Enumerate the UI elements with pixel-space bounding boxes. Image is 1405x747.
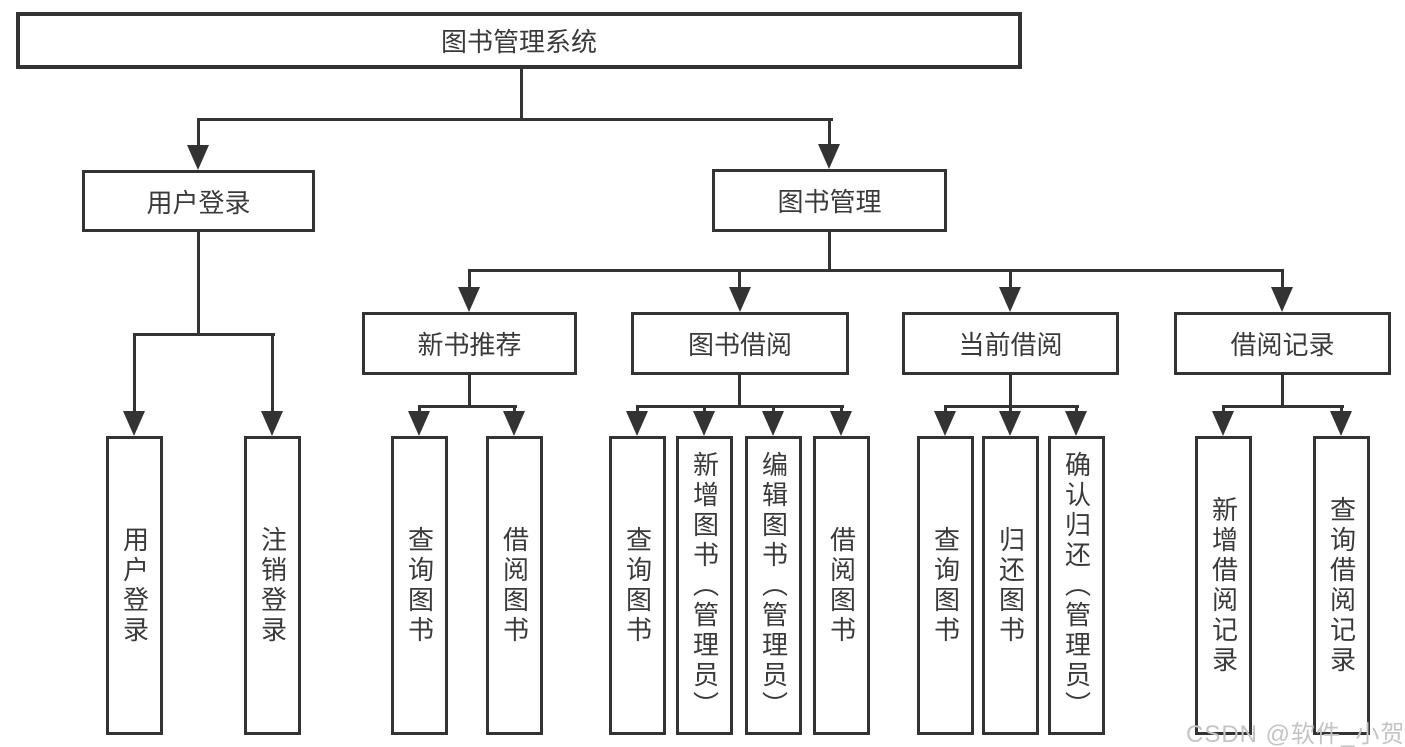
connector-vline [468,375,471,405]
arrow-down-icon [123,411,145,436]
connector-vline [197,121,200,149]
connector-vline [520,69,523,120]
arrow-down-icon [1271,287,1293,312]
node-label: 新书推荐 [417,330,522,360]
arrow-down-icon [934,411,956,436]
connector-vline [738,375,741,405]
leaf-user-login: 用户登录 [106,436,163,735]
leaf-confirm-return-admin: 确认归还（管理员） [1048,436,1105,735]
arrow-down-icon [1212,411,1234,436]
arrow-down-icon [503,411,525,436]
node-label: 确认归还（管理员） [1061,450,1092,721]
node-user-login: 用户登录 [82,170,315,232]
connector-hline [468,269,1284,272]
node-label: 图书管理系统 [440,27,597,57]
node-label: 图书借阅 [687,330,792,360]
arrow-down-icon [818,144,840,169]
arrow-down-icon [458,287,480,312]
arrow-down-icon [1330,411,1352,436]
connector-hline [418,405,517,408]
connector-vline [738,272,741,290]
connector-vline [1009,272,1012,290]
arrow-down-icon [1065,411,1087,436]
arrow-down-icon [187,145,209,170]
connector-hline [1222,405,1344,408]
node-label: 查询图书 [930,525,961,646]
node-new-book-recommend: 新书推荐 [362,312,577,375]
leaf-query-books-current: 查询图书 [917,436,974,735]
arrow-down-icon [408,411,430,436]
node-book-management: 图书管理 [712,169,947,232]
leaf-edit-book-admin: 编辑图书（管理员） [745,436,802,735]
connector-vline [133,336,136,414]
watermark: CSDN @软件_小贺同学 [1186,721,1405,747]
connector-hline [133,333,275,336]
node-book-borrowing: 图书借阅 [631,312,849,375]
arrow-down-icon [762,411,784,436]
node-label: 图书管理 [777,187,882,217]
node-label: 借阅图书 [499,525,530,646]
arrow-down-icon [999,287,1021,312]
node-label: 查询图书 [622,525,653,646]
node-label: 用户登录 [119,525,150,646]
connector-vline [271,336,274,414]
node-label: 注销登录 [257,525,288,646]
node-borrow-records: 借阅记录 [1174,312,1391,375]
arrow-down-icon [693,411,715,436]
node-label: 借阅记录 [1230,330,1335,360]
node-label: 新增图书（管理员） [689,450,720,721]
node-label: 归还图书 [995,525,1026,646]
arrow-down-icon [999,411,1021,436]
leaf-logout: 注销登录 [244,436,301,735]
connector-vline [828,232,831,271]
node-label: 用户登录 [146,187,251,218]
leaf-add-borrow-record: 新增借阅记录 [1195,436,1252,735]
leaf-query-borrow-record: 查询借阅记录 [1313,436,1370,735]
node-root-system: 图书管理系统 [16,12,1022,69]
connector-hline [636,405,844,408]
arrow-down-icon [261,411,283,436]
leaf-add-book-admin: 新增图书（管理员） [676,436,733,735]
leaf-query-books-recommend: 查询图书 [391,436,448,735]
connector-vline [828,121,831,149]
node-label: 编辑图书（管理员） [758,450,789,721]
node-current-borrowing: 当前借阅 [902,312,1119,375]
arrow-down-icon [729,287,751,312]
leaf-query-books-borrowing: 查询图书 [609,436,666,735]
node-label: 查询图书 [404,525,435,646]
connector-vline [1281,375,1284,405]
leaf-borrow-books-recommend: 借阅图书 [486,436,543,735]
connector-vline [197,232,200,335]
arrow-down-icon [626,411,648,436]
leaf-borrow-books-borrowing: 借阅图书 [813,436,870,735]
node-label: 当前借阅 [958,330,1063,360]
leaf-return-book: 归还图书 [982,436,1039,735]
connector-vline [1281,272,1284,290]
node-label: 新增借阅记录 [1208,495,1239,676]
arrow-down-icon [830,411,852,436]
connector-vline [468,272,471,290]
connector-hline [944,405,1079,408]
node-label: 查询借阅记录 [1326,495,1357,676]
connector-hline [197,118,833,121]
node-label: 借阅图书 [826,525,857,646]
connector-vline [1009,375,1012,405]
